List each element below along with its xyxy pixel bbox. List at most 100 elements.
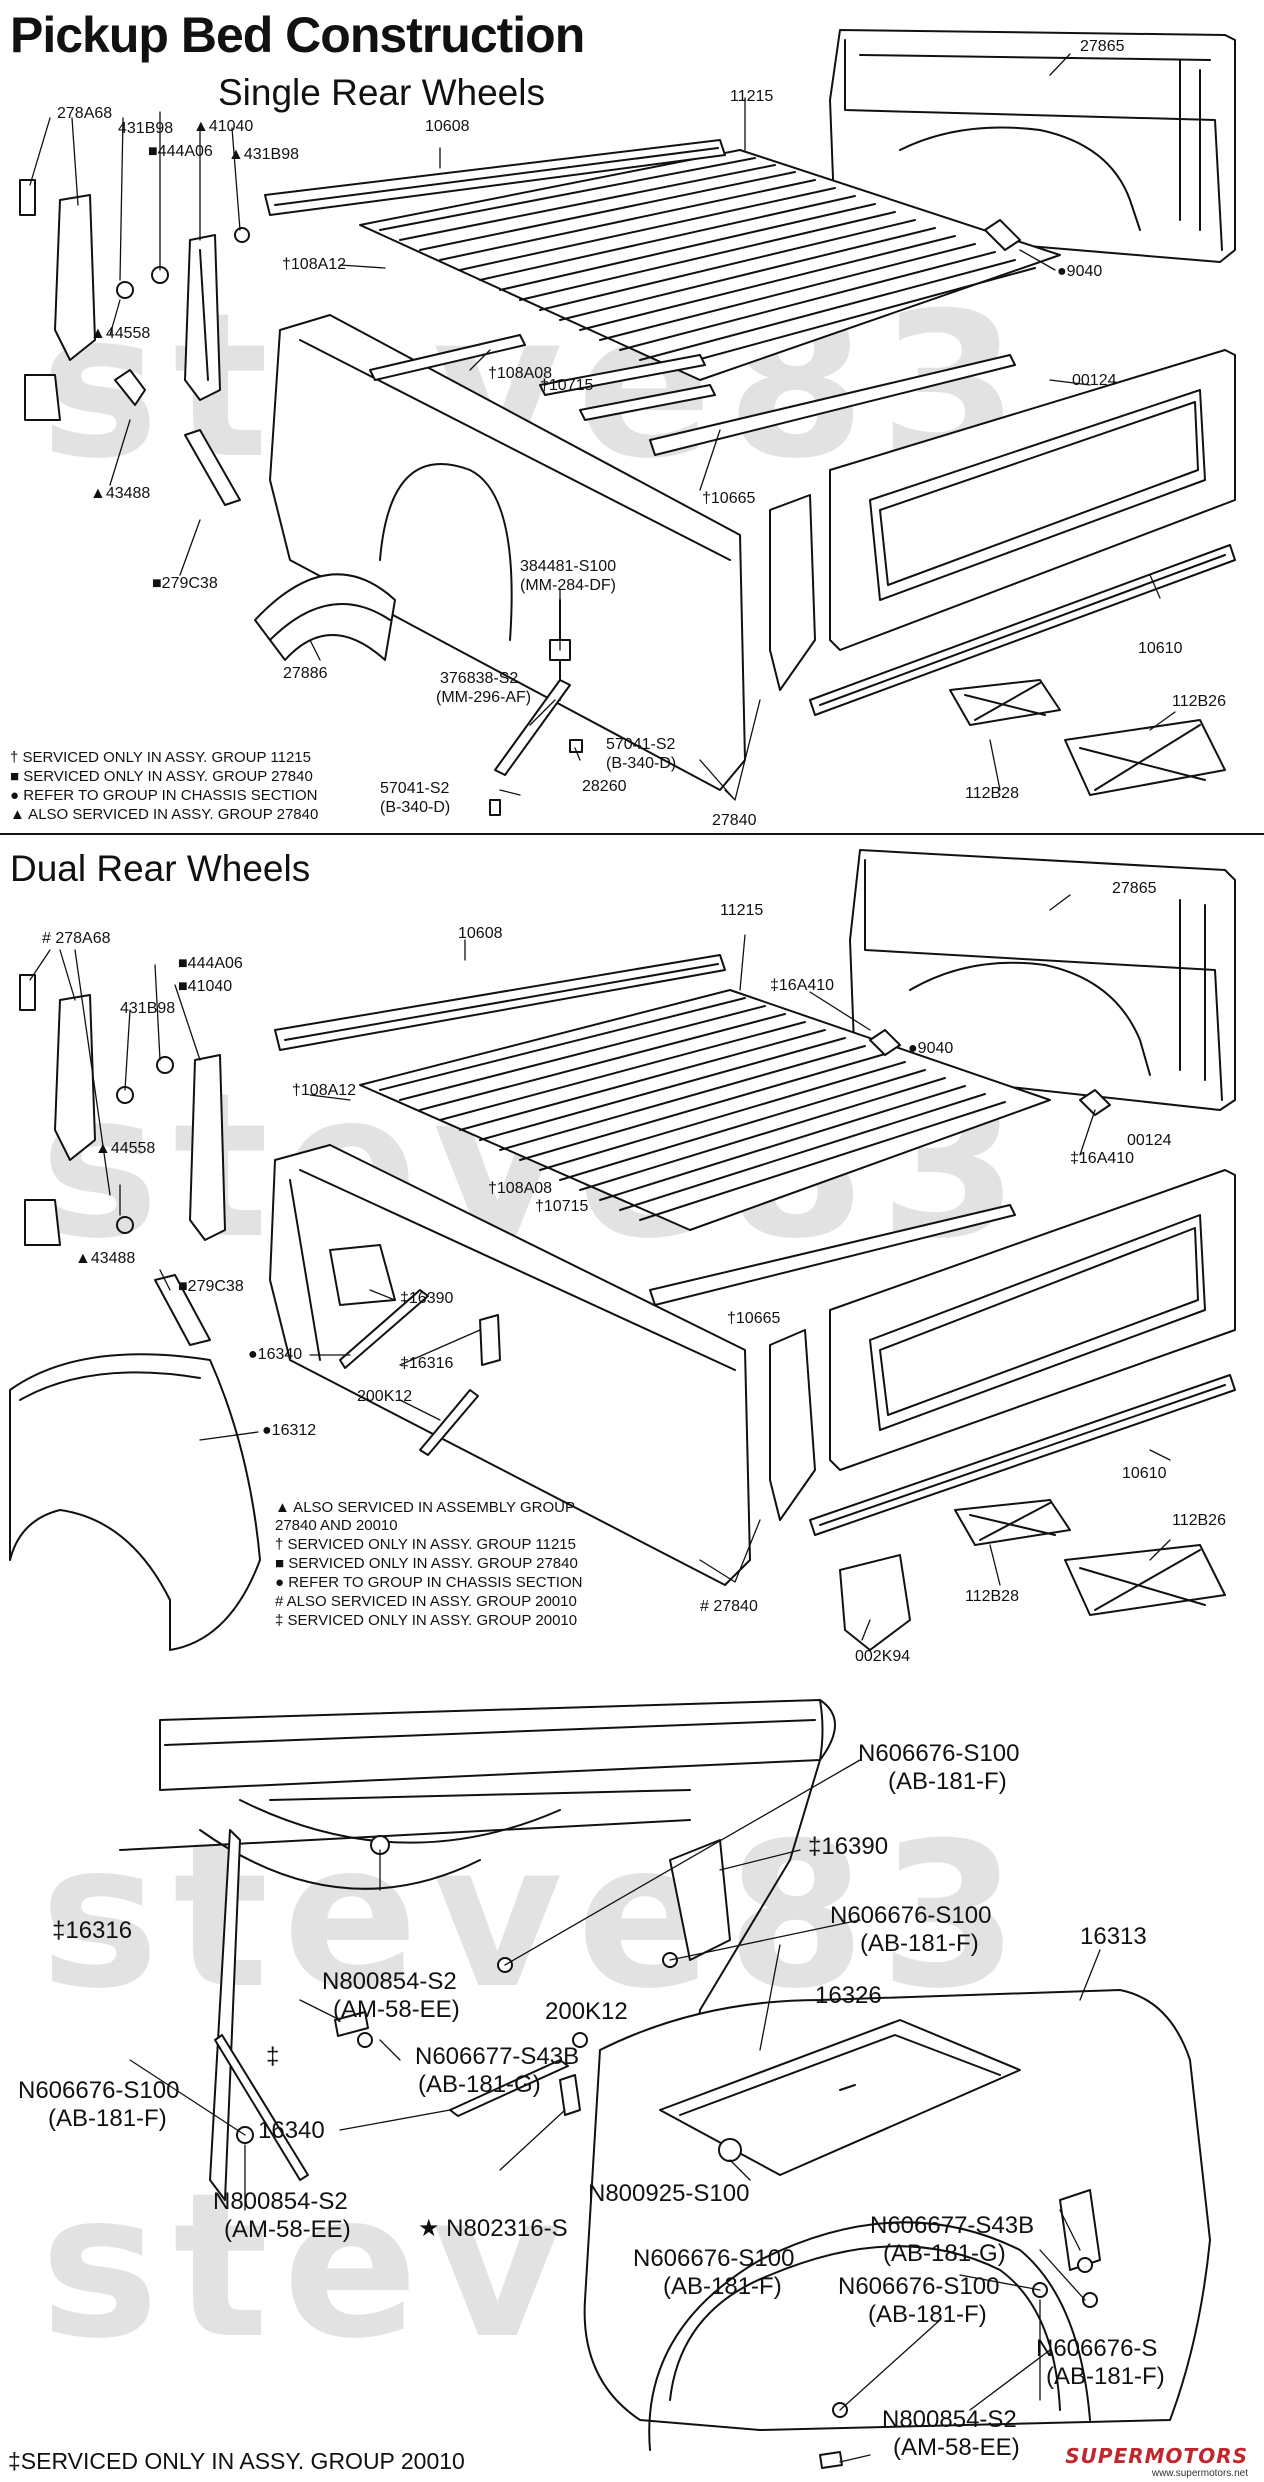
- logo-url: www.supermotors.net: [1151, 2468, 1248, 2479]
- part-label: ‡16316: [52, 1917, 133, 1944]
- part-label: ▲41040: [193, 118, 254, 135]
- part-label: †108A08: [488, 1180, 553, 1197]
- part-label: (AB-181-F): [888, 1768, 1007, 1795]
- part-label: 16313: [1080, 1923, 1147, 1950]
- part-label: 10608: [458, 925, 503, 942]
- part-label: N800854-S2: [213, 2188, 348, 2215]
- part-label: 00124: [1127, 1132, 1172, 1149]
- part-label: (AB-181-F): [1046, 2363, 1165, 2390]
- part-label: (MM-296-AF): [436, 689, 532, 706]
- part-label: 27840: [712, 812, 757, 829]
- part-label: N800854-S2: [882, 2406, 1017, 2433]
- part-label: 10610: [1122, 1465, 1167, 1482]
- crossmember-10665: [649, 354, 1016, 456]
- part-label: ■279C38: [178, 1278, 244, 1295]
- part-label: N606676-S: [1036, 2335, 1158, 2362]
- part-label: ▲431B98: [228, 146, 299, 163]
- part-label: (AM-58-EE): [893, 2434, 1020, 2461]
- part-label: 57041-S2: [606, 736, 676, 753]
- wheelhouse-27886: [254, 573, 396, 661]
- part-label: (AM-58-EE): [333, 1996, 460, 2023]
- part-label: †10715: [540, 377, 594, 394]
- legend-note: ■ SERVICED ONLY IN ASSY. GROUP 27840: [10, 768, 313, 785]
- fender-16312: [9, 1353, 261, 1651]
- logo-text: SUPERMOTORS: [1065, 2444, 1248, 2468]
- part-label: N606676-S100: [858, 1740, 1020, 1767]
- part-label: N800925-S100: [588, 2180, 750, 2207]
- part-label: (AB-181-F): [860, 1930, 979, 1957]
- part-label: (AB-181-G): [418, 2071, 541, 2098]
- section-title-dual: Dual Rear Wheels: [10, 848, 311, 889]
- fender-detail: [119, 1699, 1211, 2469]
- page-title: Pickup Bed Construction: [10, 7, 585, 63]
- part-label: (B-340-D): [380, 799, 451, 816]
- part-label: 57041-S2: [380, 780, 450, 797]
- part-label: 431B98: [120, 1000, 176, 1017]
- part-label: †108A12: [282, 256, 347, 273]
- part-label: 16326: [815, 1982, 882, 2009]
- part-label: †108A12: [292, 1082, 357, 1099]
- floor-11215: [359, 149, 1061, 381]
- part-label: 112B28: [965, 1588, 1019, 1605]
- part-label: ‡16316: [400, 1355, 454, 1372]
- part-label: ■444A06: [148, 143, 213, 160]
- part-label: ▲44558: [95, 1140, 156, 1157]
- legend-note: ● REFER TO GROUP IN CHASSIS SECTION: [275, 1574, 583, 1591]
- part-label: (MM-284-DF): [520, 577, 616, 594]
- footer-note: ‡SERVICED ONLY IN ASSY. GROUP 20010: [8, 2448, 465, 2474]
- part-label: ▲43488: [90, 485, 151, 502]
- legend-note: ■ SERVICED ONLY IN ASSY. GROUP 27840: [275, 1555, 578, 1572]
- part-label: ‡16A410: [1070, 1150, 1135, 1167]
- part-label: 002K94: [855, 1648, 911, 1665]
- part-label: 112B28: [965, 785, 1019, 802]
- part-label: ●9040: [908, 1040, 954, 1057]
- part-label: 278A68: [57, 105, 113, 122]
- legend-note: # ALSO SERVICED IN ASSY. GROUP 20010: [275, 1593, 577, 1610]
- part-label: 28260: [582, 778, 627, 795]
- part-label: # 278A68: [42, 930, 111, 947]
- part-label: 200K12: [545, 1998, 628, 2025]
- part-label: †10715: [535, 1198, 589, 1215]
- part-label: ‡16A410: [770, 977, 835, 994]
- legend-note: 27840 AND 20010: [275, 1517, 398, 1534]
- part-label: 27886: [283, 665, 328, 682]
- part-label: N606676-S100: [838, 2273, 1000, 2300]
- part-label: 11215: [720, 902, 764, 919]
- tailgate-00124: [829, 349, 1236, 651]
- part-label: (AB-181-F): [48, 2105, 167, 2132]
- floor-11215-dual: [359, 989, 1051, 1231]
- part-label: 431B98: [118, 120, 174, 137]
- part-label: (AB-181-F): [663, 2273, 782, 2300]
- part-label: 376838-S2: [440, 670, 519, 687]
- part-label: 11215: [730, 88, 774, 105]
- part-label: 27865: [1080, 38, 1125, 55]
- part-label: 00124: [1072, 372, 1117, 389]
- legend-note: ● REFER TO GROUP IN CHASSIS SECTION: [10, 787, 318, 804]
- part-label: ▲44558: [90, 325, 151, 342]
- part-label: N800854-S2: [322, 1968, 457, 1995]
- part-label: ■41040: [178, 978, 233, 995]
- part-label: ●16340: [248, 1346, 303, 1363]
- part-label: †108A08: [488, 365, 553, 382]
- part-label: ●16312: [262, 1422, 317, 1439]
- legend-note: † SERVICED ONLY IN ASSY. GROUP 11215: [275, 1536, 576, 1553]
- part-label: 200K12: [357, 1388, 413, 1405]
- part-label: †10665: [702, 490, 756, 507]
- part-label: 10608: [425, 118, 470, 135]
- part-label: (AB-181-F): [868, 2301, 987, 2328]
- section-divider: [0, 833, 1264, 835]
- part-label: ★ N802316-S: [418, 2215, 568, 2242]
- part-label: ▲43488: [75, 1250, 136, 1267]
- part-label: N606677-S43B: [415, 2043, 580, 2070]
- part-label: 16340: [258, 2117, 325, 2144]
- part-label: 112B26: [1172, 693, 1226, 710]
- part-label: ‡16390: [808, 1833, 889, 1860]
- supermotors-logo: SUPERMOTORS www.supermotors.net: [1065, 2444, 1248, 2479]
- tailgate-00124-dual: [829, 1169, 1236, 1471]
- legend-note: ▲ ALSO SERVICED IN ASSEMBLY GROUP: [275, 1499, 575, 1516]
- part-label: ■444A06: [178, 955, 243, 972]
- part-label: N606676-S100: [18, 2077, 180, 2104]
- part-label: N606676-S100: [830, 1902, 992, 1929]
